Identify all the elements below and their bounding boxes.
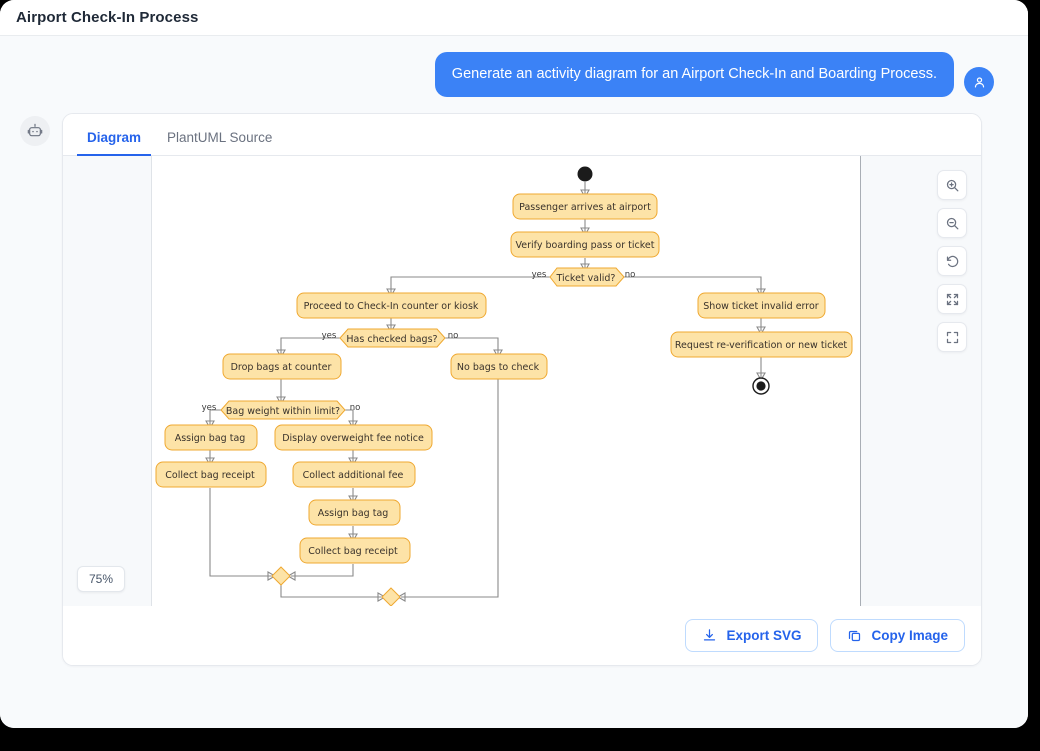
diagram-edges [205,182,766,602]
robot-icon [27,123,43,137]
download-icon [704,629,716,641]
user-icon [974,76,984,87]
app-window: Airport Check-In Process Generate an act… [0,0,1028,728]
guard-label-yes: yes [322,331,337,341]
fit-to-screen-button[interactable] [937,284,967,314]
diagram-canvas-region[interactable]: Passenger arrives at airport Verify boar… [63,156,981,606]
zoom-level-badge: 75% [77,566,126,592]
copy-image-label: Copy Image [871,628,948,643]
page-title: Airport Check-In Process [16,9,199,26]
activity-node[interactable]: Collect additional fee [292,461,416,488]
export-svg-button[interactable]: Export SVG [685,619,819,652]
zoom-out-button[interactable] [937,208,967,238]
activity-node[interactable]: Display overweight fee notice [274,424,433,451]
zoom-out-icon [946,217,958,229]
activity-label: Verify boarding pass or ticket [516,240,655,251]
reset-rotate-icon [946,255,958,267]
activity-label: No bags to check [457,362,540,373]
activity-label: Collect bag receipt [308,546,398,557]
diagram-surface[interactable]: Passenger arrives at airport Verify boar… [151,156,861,606]
copy-image-button[interactable]: Copy Image [830,619,965,652]
tab-plantuml-source[interactable]: PlantUML Source [167,130,273,145]
activity-node[interactable]: Passenger arrives at airport [512,193,658,220]
activity-node[interactable]: Show ticket invalid error [697,292,826,319]
user-message-row: Generate an activity diagram for an Airp… [20,52,1008,97]
activity-label: Drop bags at counter [231,362,332,373]
zoom-in-button[interactable] [937,170,967,200]
diagram-tool-rail [937,170,967,352]
decision-node[interactable]: Bag weight within limit? [220,400,346,420]
activity-label: Request re-verification or new ticket [675,340,848,351]
activity-label: Passenger arrives at airport [519,202,651,213]
decision-label: Has checked bags? [346,334,437,345]
decision-node[interactable]: Ticket valid? [549,267,625,287]
activity-label: Show ticket invalid error [703,301,819,312]
activity-node[interactable]: No bags to check [450,353,548,380]
user-avatar [964,67,994,97]
activity-label: Display overweight fee notice [282,433,424,444]
activity-node[interactable]: Verify boarding pass or ticket [510,231,660,258]
activity-node[interactable]: Request re-verification or new ticket [670,331,853,358]
end-node [752,377,770,395]
activity-node[interactable]: Drop bags at counter [222,353,342,380]
activity-label: Assign bag tag [318,508,389,519]
activity-diagram-svg: Passenger arrives at airport Verify boar… [155,166,853,606]
assistant-avatar [20,116,50,146]
activity-label: Collect bag receipt [165,470,255,481]
export-svg-label: Export SVG [726,628,802,643]
activity-label: Assign bag tag [175,433,246,444]
merge-node [381,587,401,606]
assistant-message-row: Diagram PlantUML Source [20,113,1008,666]
guard-label-yes: yes [202,403,217,413]
decision-node[interactable]: Has checked bags? [339,328,446,348]
fit-screen-icon [946,293,958,305]
user-message-bubble: Generate an activity diagram for an Airp… [434,52,954,97]
guard-label-no: no [350,403,361,413]
decision-label: Bag weight within limit? [226,406,340,417]
decision-label: Ticket valid? [556,273,616,284]
tab-strip: Diagram PlantUML Source [63,114,981,156]
activity-label: Proceed to Check-In counter or kiosk [304,301,479,312]
copy-icon [849,630,861,642]
merge-node [271,566,291,586]
guard-label-no: no [448,331,459,341]
activity-node[interactable]: Proceed to Check-In counter or kiosk [296,292,487,319]
activity-node[interactable]: Collect bag receipt [299,537,411,564]
start-node [577,166,593,182]
fullscreen-icon [946,331,958,343]
card-footer-actions: Export SVG Copy Image [63,606,981,665]
tab-diagram[interactable]: Diagram [77,124,152,156]
activity-node[interactable]: Assign bag tag [164,424,258,451]
fullscreen-button[interactable] [937,322,967,352]
activity-node[interactable]: Assign bag tag [308,499,401,526]
activity-label: Collect additional fee [303,470,404,481]
title-bar: Airport Check-In Process [0,0,1028,36]
diagram-result-card: Diagram PlantUML Source [62,113,982,666]
activity-node[interactable]: Collect bag receipt [155,461,267,488]
conversation-area: Generate an activity diagram for an Airp… [0,36,1028,728]
zoom-in-icon [946,179,958,191]
guard-label-yes: yes [532,270,547,280]
guard-label-no: no [625,270,636,280]
reset-view-button[interactable] [937,246,967,276]
